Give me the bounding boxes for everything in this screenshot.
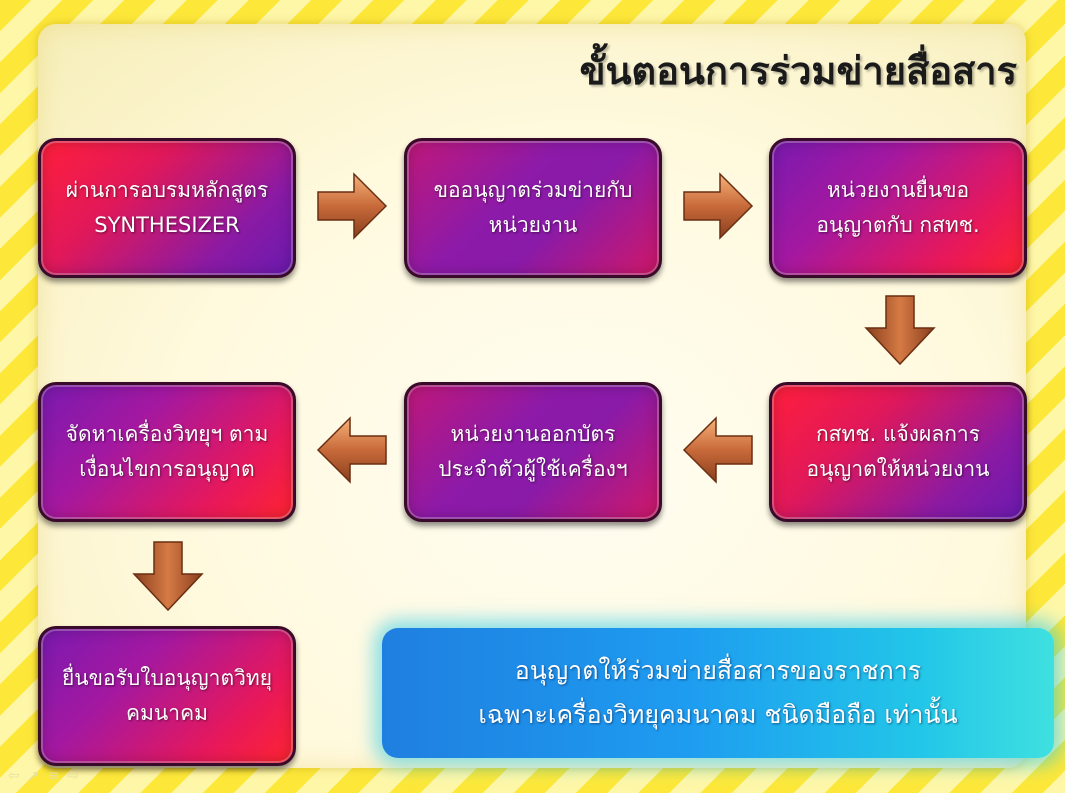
nav-return-icon[interactable]: ⇨: [67, 768, 87, 784]
step-1-box: ผ่านการอบรมหลักสูตร SYNTHESIZER: [38, 138, 296, 278]
arrow-left-icon: [682, 416, 753, 484]
step-4-line1: กสทช. แจ้งผลการ: [815, 422, 981, 447]
step-5-line2: ประจำตัวผู้ใช้เครื่องฯ: [438, 457, 628, 481]
note-line2: เฉพาะเครื่องวิทยุคมนาคม ชนิดมือถือ เท่าน…: [478, 700, 958, 729]
nav-forward-icon[interactable]: ➚: [27, 768, 48, 784]
step-4-box: กสทช. แจ้งผลการ อนุญาตให้หน่วยงาน: [769, 382, 1027, 522]
step-3-line1: หน่วยงานยื่นขอ: [826, 178, 970, 203]
step-7-line2: คมนาคม: [126, 701, 208, 725]
step-2-line2: หน่วยงาน: [488, 213, 578, 237]
step-3-line2: อนุญาตกับ กสทช.: [816, 213, 980, 237]
step-5-line1: หน่วยงานออกบัตร: [450, 422, 616, 447]
step-2-box: ขออนุญาตร่วมข่ายกับ หน่วยงาน: [404, 138, 662, 278]
step-1-line2: SYNTHESIZER: [94, 213, 240, 237]
step-5-box: หน่วยงานออกบัตร ประจำตัวผู้ใช้เครื่องฯ: [404, 382, 662, 522]
step-1-line1: ผ่านการอบรมหลักสูตร: [65, 178, 269, 203]
slideshow-nav: ⇦➚≡⇨: [8, 768, 87, 784]
arrow-right-icon: [683, 172, 754, 240]
step-2-line1: ขออนุญาตร่วมข่ายกับ: [433, 178, 633, 203]
arrow-left-icon: [316, 416, 387, 484]
page-title: ขั้นตอนการร่วมข่ายสื่อสาร: [579, 49, 1017, 93]
step-3-box: หน่วยงานยื่นขอ อนุญาตกับ กสทช.: [769, 138, 1027, 278]
step-7-box: ยื่นขอรับใบอนุญาตวิทยุ คมนาคม: [38, 626, 296, 766]
step-7-line1: ยื่นขอรับใบอนุญาตวิทยุ: [61, 666, 273, 691]
note-banner: อนุญาตให้ร่วมข่ายสื่อสารของราชการ เฉพาะเ…: [382, 628, 1054, 758]
step-6-line1: จัดหาเครื่องวิทยุฯ ตาม: [65, 422, 269, 447]
arrow-right-icon: [317, 172, 388, 240]
nav-back-icon[interactable]: ⇦: [8, 768, 28, 784]
nav-menu-icon[interactable]: ≡: [47, 768, 68, 784]
note-line1: อนุญาตให้ร่วมข่ายสื่อสารของราชการ: [514, 656, 922, 686]
step-6-box: จัดหาเครื่องวิทยุฯ ตาม เงื่อนไขการอนุญาต: [38, 382, 296, 522]
step-6-line2: เงื่อนไขการอนุญาต: [79, 457, 255, 481]
arrow-down-icon: [864, 295, 936, 366]
step-4-line2: อนุญาตให้หน่วยงาน: [806, 457, 990, 481]
arrow-down-icon: [132, 541, 204, 612]
